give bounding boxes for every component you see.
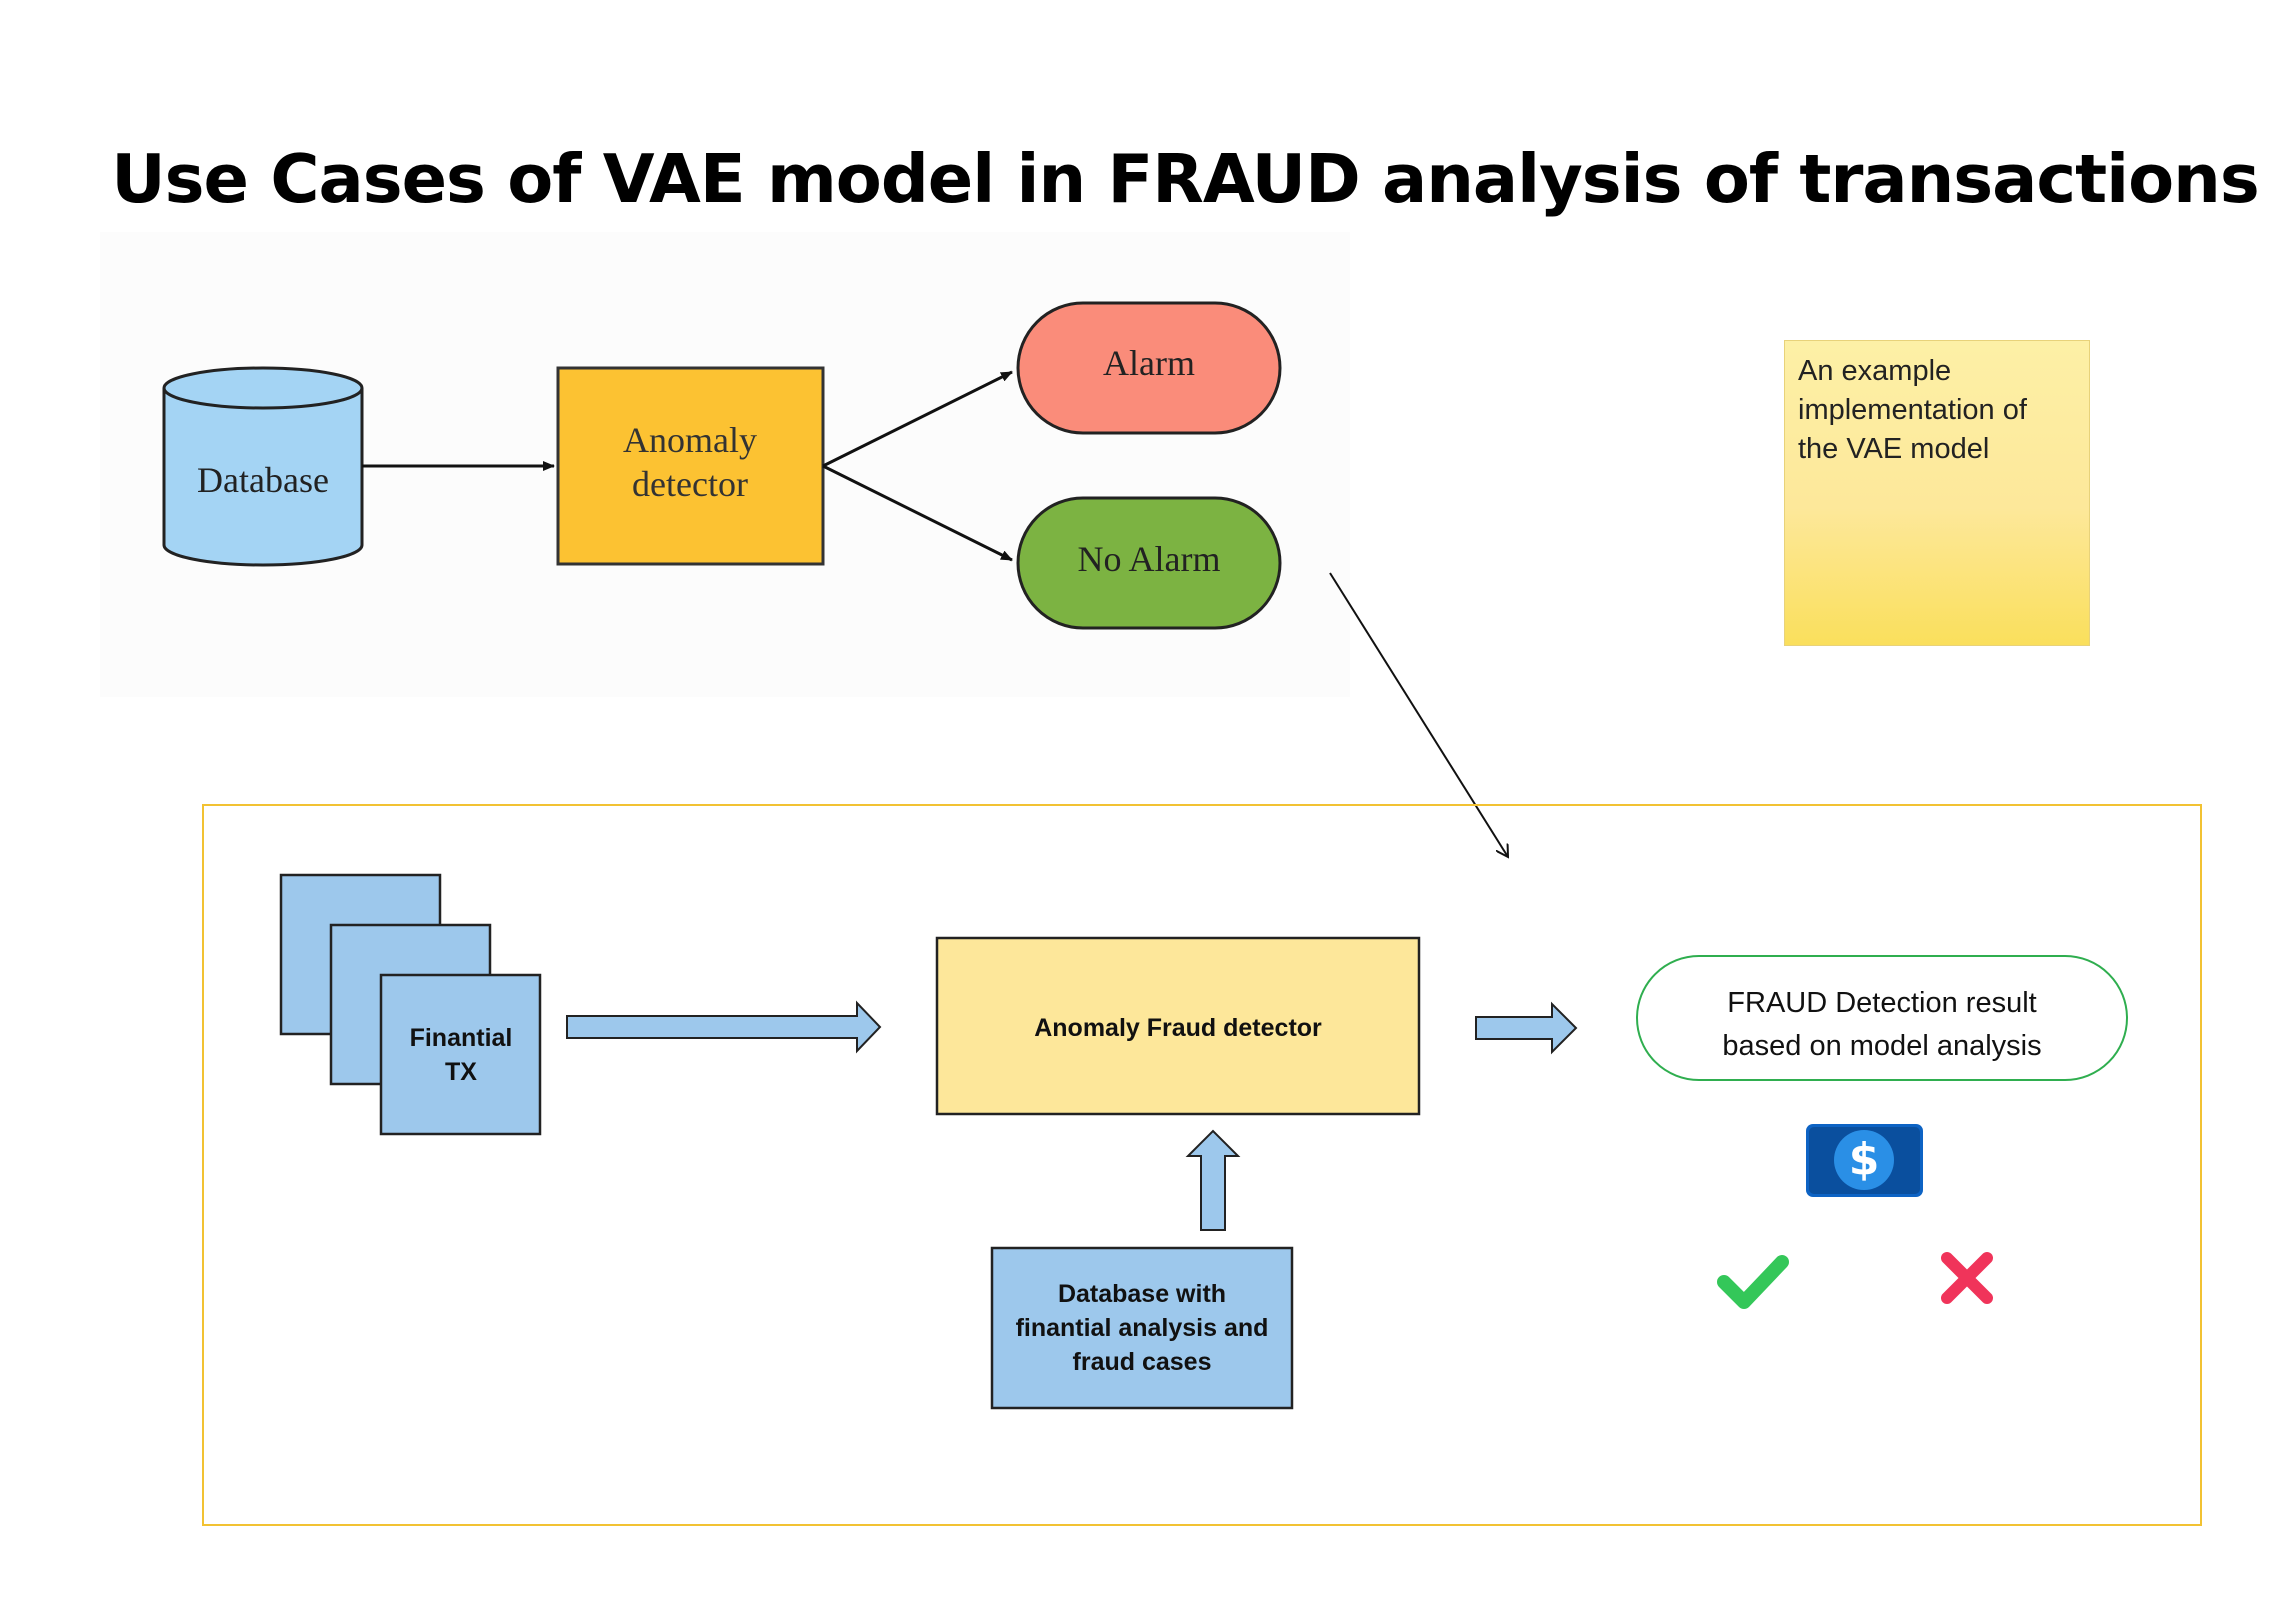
database-cylinder — [162, 366, 364, 567]
sticky-note-text: An example implementation of the VAE mod… — [1798, 352, 2083, 469]
arrow-detector-to-alarm — [822, 370, 1013, 468]
alarm-label: Alarm — [1103, 343, 1195, 383]
sticky-note-line3: the VAE model — [1798, 433, 1990, 465]
checkmark-icon — [1717, 1255, 1789, 1309]
svg-text:$: $ — [1849, 1134, 1880, 1185]
anomaly-fraud-detector-label: Anomaly Fraud detector — [1034, 1014, 1322, 1042]
arrow-detector-to-no-alarm — [822, 464, 1013, 562]
anomaly-detector-box — [556, 366, 825, 566]
alarm-node — [1016, 301, 1282, 435]
fraud-result-line1: FRAUD Detection result — [1727, 987, 2037, 1019]
cross-icon — [1941, 1252, 1993, 1304]
fraud-database-box — [990, 1246, 1294, 1410]
detector-label-line1: Anomaly — [623, 420, 757, 460]
fraud-database-line3: fraud cases — [1073, 1348, 1212, 1376]
arrow-tx-to-detector — [566, 1000, 882, 1054]
anomaly-fraud-detector-box — [935, 936, 1421, 1116]
tx-label-line2: TX — [445, 1058, 477, 1086]
bottom-diagram-frame — [202, 804, 2202, 1526]
detector-label-line2: detector — [632, 464, 748, 504]
fraud-result-text: FRAUD Detection result based on model an… — [1636, 982, 2128, 1068]
tx-label-line1: Finantial — [410, 1024, 513, 1052]
database-label: Database — [197, 460, 329, 500]
fraud-result-line2: based on model analysis — [1722, 1030, 2042, 1062]
tx-document-front — [379, 973, 542, 1136]
sticky-note-line2: implementation of — [1798, 394, 2027, 426]
arrow-database-to-detector-up — [1185, 1129, 1241, 1231]
sticky-note-line1: An example — [1798, 355, 1952, 387]
fraud-database-line1: Database with — [1058, 1280, 1226, 1308]
no-alarm-node — [1016, 496, 1282, 630]
arrow-detector-to-result — [1475, 1001, 1578, 1055]
no-alarm-label: No Alarm — [1078, 539, 1221, 579]
dollar-icon: $ — [1806, 1124, 1923, 1197]
fraud-result-node — [1636, 955, 2128, 1081]
fraud-database-line2: finantial analysis and — [1016, 1314, 1269, 1342]
page-title: Use Cases of VAE model in FRAUD analysis… — [111, 140, 2259, 218]
connector-arrow — [1329, 572, 1508, 857]
sticky-note — [1784, 340, 2090, 646]
